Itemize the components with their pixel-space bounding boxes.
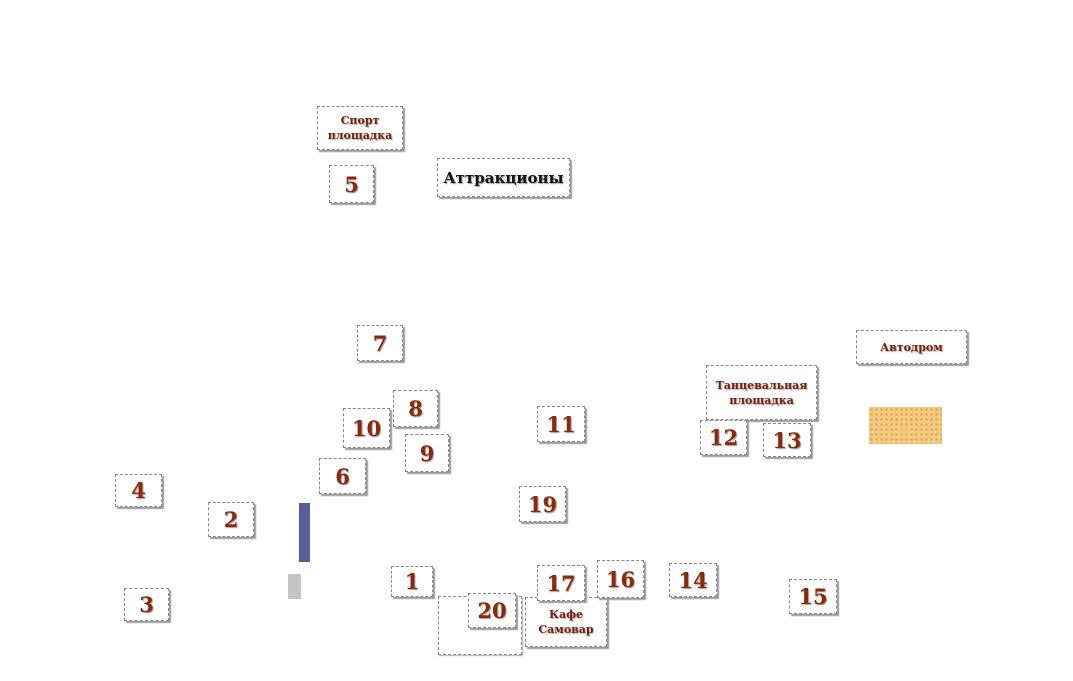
autodrome-label: Автодром [856, 330, 967, 364]
dance-floor-label: Танцевальная площадка [706, 365, 817, 420]
dance-floor-text: Танцевальная площадка [715, 378, 808, 407]
marker-10: 10 [343, 408, 390, 448]
marker-20: 20 [468, 593, 516, 628]
marker-20-number: 20 [477, 598, 507, 623]
marker-1-number: 1 [404, 569, 420, 594]
marker-3-number: 3 [139, 592, 154, 617]
marker-19: 19 [519, 486, 566, 522]
marker-17-number: 17 [546, 570, 576, 596]
marker-7-number: 7 [372, 330, 388, 356]
autodrome-area [869, 407, 942, 444]
marker-16-number: 16 [605, 566, 636, 592]
marker-13: 13 [763, 423, 811, 457]
cafe-text: Кафе Самовар [538, 608, 594, 636]
marker-1: 1 [391, 566, 433, 597]
marker-9-number: 9 [419, 440, 435, 466]
marker-9: 9 [405, 434, 449, 472]
marker-14-number: 14 [678, 567, 708, 593]
marker-8: 8 [393, 390, 438, 427]
marker-3: 3 [124, 588, 169, 621]
marker-2-number: 2 [223, 507, 239, 532]
marker-12: 12 [700, 420, 747, 455]
autodrome-text: Автодром [880, 340, 943, 354]
marker-6: 6 [319, 458, 366, 494]
marker-2: 2 [208, 502, 254, 537]
sport-ground-label: Спорт площадка [317, 106, 403, 150]
marker-5-number: 5 [344, 171, 359, 197]
sport-ground-text: Спорт площадка [327, 114, 393, 142]
marker-15: 15 [789, 579, 837, 614]
marker-19-number: 19 [527, 491, 558, 517]
blue-bar [299, 503, 310, 562]
attractions-text: Аттракционы [443, 168, 564, 187]
marker-5: 5 [329, 165, 374, 203]
marker-14: 14 [669, 563, 717, 597]
marker-4-number: 4 [131, 478, 146, 503]
marker-10-number: 10 [351, 415, 382, 441]
marker-11: 11 [537, 406, 585, 442]
marker-12-number: 12 [708, 425, 739, 450]
marker-4: 4 [115, 474, 162, 507]
gray-bar [288, 574, 301, 599]
attractions-label: Аттракционы [437, 158, 570, 197]
marker-7: 7 [357, 325, 403, 361]
marker-16: 16 [597, 560, 644, 598]
marker-13-number: 13 [772, 427, 802, 453]
marker-11-number: 11 [546, 411, 576, 437]
cafe-label: Кафе Самовар [525, 597, 607, 647]
marker-17: 17 [537, 565, 585, 601]
marker-8-number: 8 [408, 396, 423, 421]
marker-15-number: 15 [798, 584, 828, 609]
marker-6-number: 6 [335, 463, 350, 489]
